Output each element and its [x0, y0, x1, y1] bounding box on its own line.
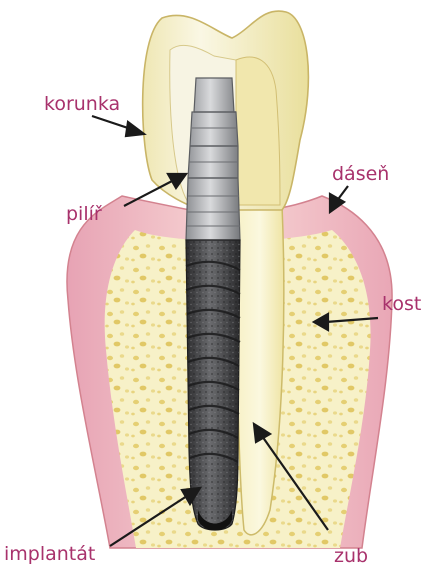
implant [186, 240, 240, 531]
label-abutment: pilíř [66, 203, 102, 225]
abutment [186, 78, 240, 240]
label-gum: dáseň [332, 163, 389, 185]
label-bone: kost [382, 293, 421, 315]
label-tooth: zub [334, 545, 368, 567]
label-implant: implantát [4, 543, 95, 565]
crown-dentin [236, 57, 280, 205]
label-crown: korunka [44, 93, 120, 115]
